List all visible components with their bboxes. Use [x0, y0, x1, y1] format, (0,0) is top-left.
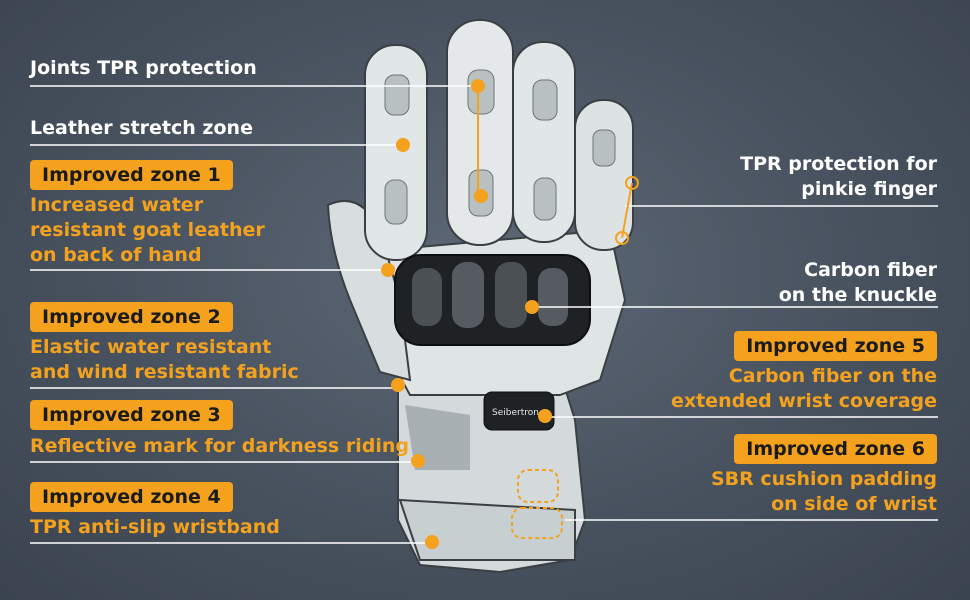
zone-5-line-1: Carbon fiber on the	[728, 365, 937, 387]
badge-zone-4: Improved zone 4	[30, 482, 233, 512]
zone-1-line-3: on back of hand	[30, 244, 202, 266]
label-pinkie-2: pinkie finger	[801, 178, 937, 200]
zone-4-line-1: TPR anti-slip wristband	[30, 516, 280, 538]
brand-label: Seibertron	[492, 408, 539, 418]
badge-zone-2: Improved zone 2	[30, 302, 233, 332]
zone-1-line-2: resistant goat leather	[30, 219, 265, 241]
label-pinkie-1: TPR protection for	[740, 153, 937, 175]
zone-1-line-1: Increased water	[30, 194, 204, 216]
zone-5-line-2: extended wrist coverage	[670, 390, 937, 412]
badge-zone-6: Improved zone 6	[734, 434, 937, 464]
zone-3-line-1: Reflective mark for darkness riding	[30, 435, 409, 457]
badge-zone-3: Improved zone 3	[30, 400, 233, 430]
zone-2-line-1: Elastic water resistant	[30, 336, 272, 358]
label-joints-tpr: Joints TPR protection	[30, 57, 257, 79]
zone-6-line-1: SBR cushion padding	[710, 468, 937, 490]
zone-2-line-2: and wind resistant fabric	[30, 361, 299, 383]
label-leather-stretch: Leather stretch zone	[30, 117, 253, 139]
label-carbon-knuckle-2: on the knuckle	[778, 284, 937, 306]
label-carbon-knuckle-1: Carbon fiber	[804, 259, 937, 281]
marker-dots	[381, 79, 639, 549]
glove-icon: Seibertron	[326, 19, 634, 574]
badge-zone-1: Improved zone 1	[30, 160, 233, 190]
zone-6-line-2: on side of wrist	[771, 493, 937, 515]
leader-lines	[30, 85, 938, 544]
badge-zone-5: Improved zone 5	[734, 331, 937, 361]
